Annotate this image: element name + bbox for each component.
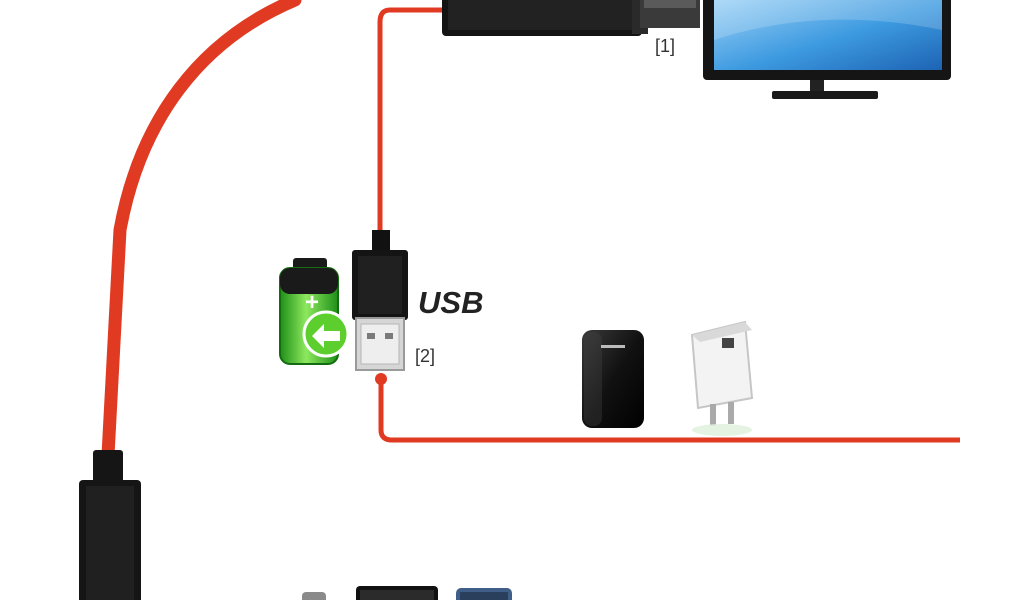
wall-charger-icon [690, 320, 754, 436]
power-bank-icon [582, 330, 644, 428]
marker-label-2: [2] [415, 346, 436, 366]
usb-label: USB [418, 285, 484, 320]
phone-group-icon [302, 586, 512, 600]
charger-red-cable [378, 379, 960, 443]
mhl-connector [79, 450, 141, 600]
svg-text:+: + [305, 289, 319, 316]
usb-plug [352, 230, 408, 371]
marker-label-1: [1] [655, 36, 676, 56]
main-red-cable [101, 0, 302, 462]
hdmi-connector [442, 0, 700, 36]
battery-charging-icon: + [279, 258, 350, 365]
tv-monitor-icon [703, 0, 951, 99]
usb-red-cable [377, 7, 445, 232]
